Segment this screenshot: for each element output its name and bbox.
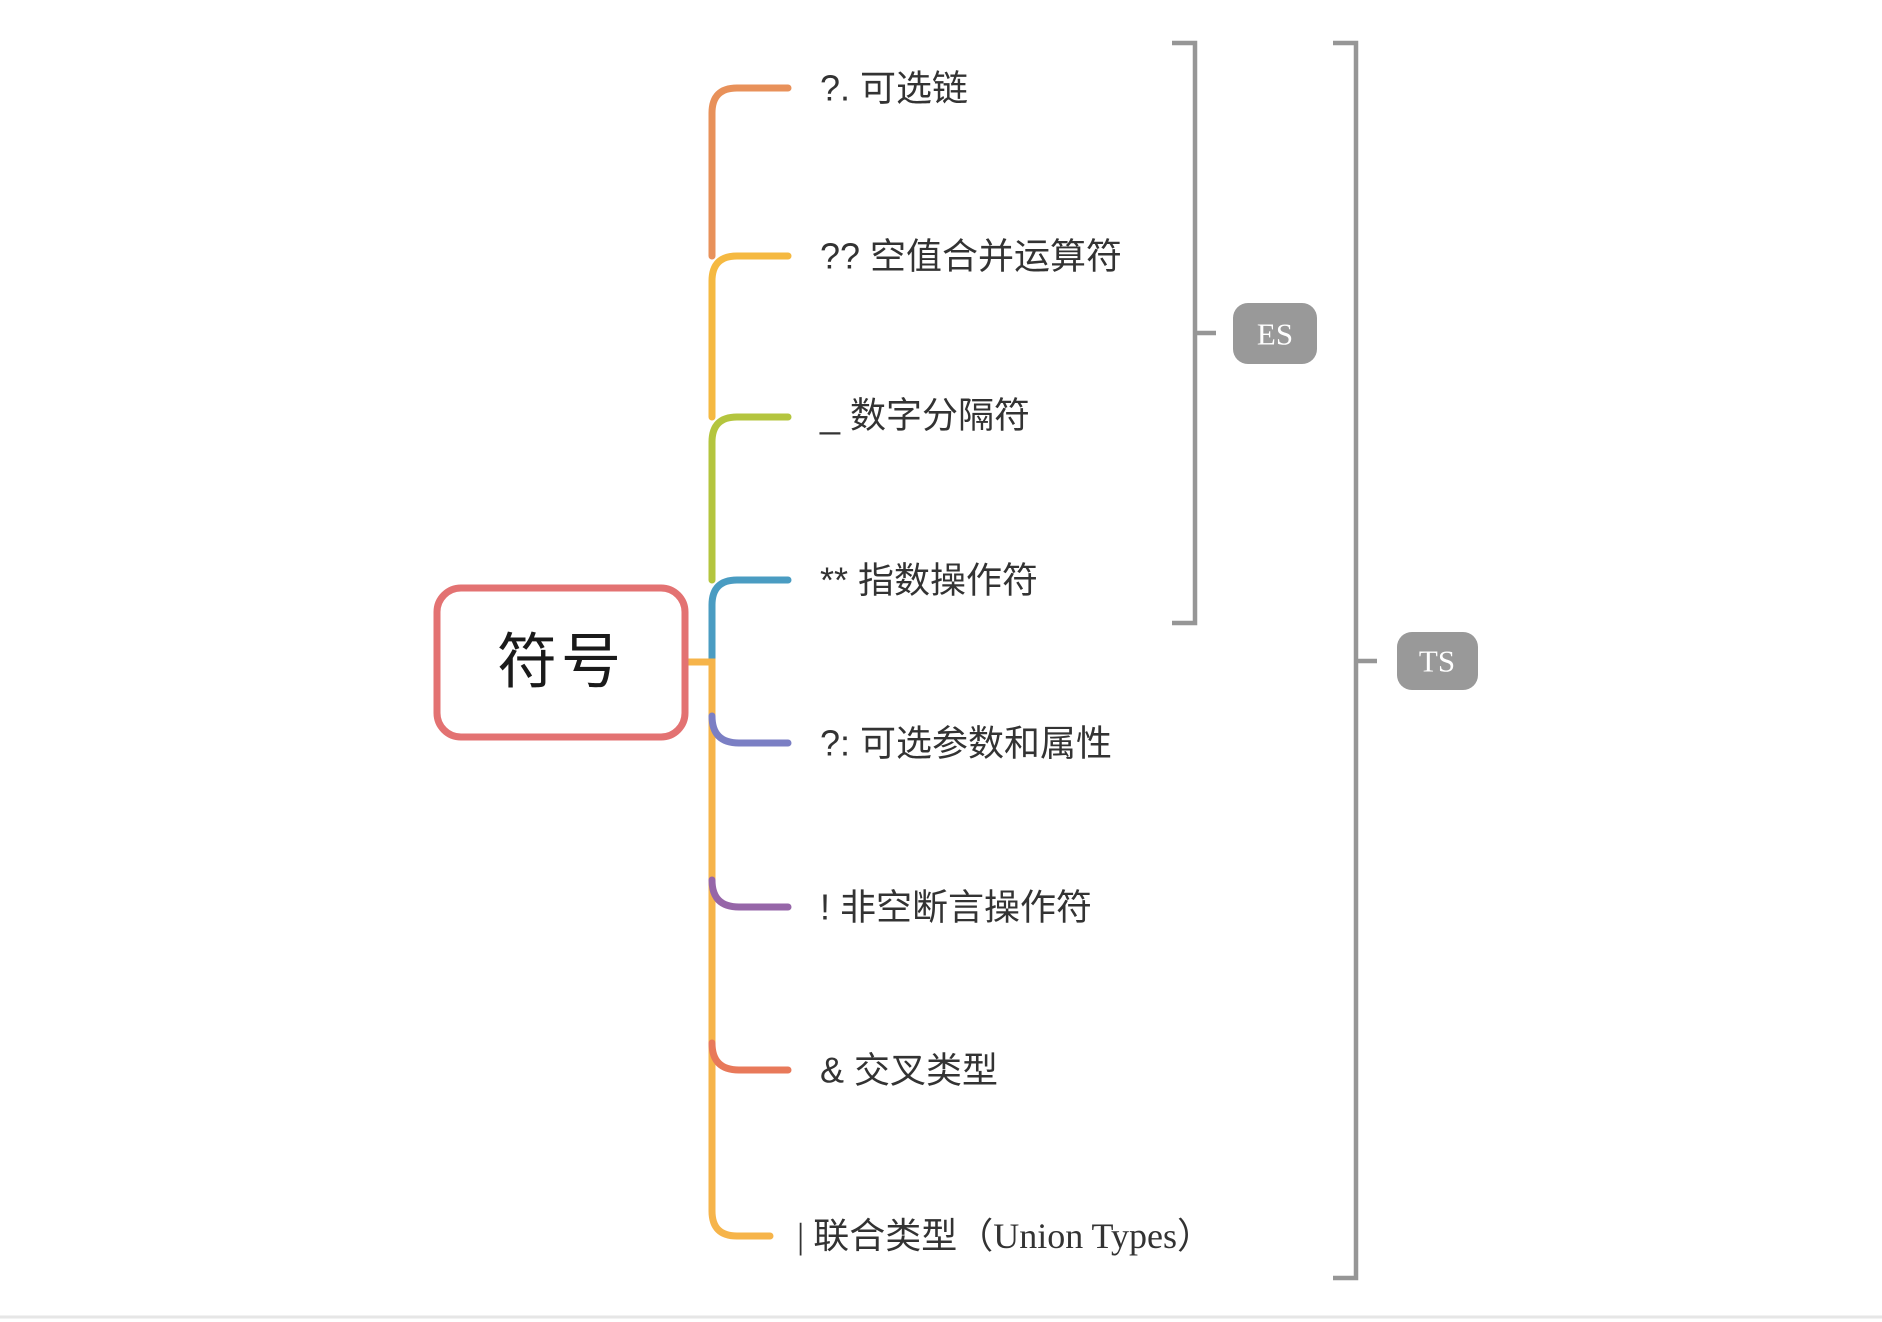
branch-label-non-null-assertion[interactable]: ! 非空断言操作符 xyxy=(820,887,1092,928)
branch-line-exponentiation xyxy=(708,576,792,666)
branch-label-union-type[interactable]: | 联合类型（Union Types） xyxy=(797,1216,1213,1256)
branch-label-exponentiation[interactable]: ** 指数操作符 xyxy=(820,560,1038,601)
branch-label-nullish-coalescing[interactable]: ?? 空值合并运算符 xyxy=(820,236,1122,277)
branch-line-intersection-type xyxy=(708,1039,792,1074)
ts-bracket xyxy=(1333,40,1359,1281)
ts-badge-box[interactable] xyxy=(1397,632,1478,690)
ts-badge-label: TS xyxy=(1419,644,1455,679)
branch-line-optional-chaining xyxy=(708,84,792,260)
root-node-box[interactable] xyxy=(433,584,689,741)
branch-label-intersection-type[interactable]: & 交叉类型 xyxy=(820,1050,998,1091)
root-node[interactable]: 符号 xyxy=(433,584,689,741)
branch-line-optional-params xyxy=(708,712,792,747)
trunk-line xyxy=(681,658,774,1240)
branch-label-optional-params[interactable]: ?: 可选参数和属性 xyxy=(820,723,1112,764)
es-badge[interactable]: ES xyxy=(1233,303,1317,364)
branch-line-nullish-coalescing xyxy=(708,252,792,421)
branch-label-optional-chaining[interactable]: ?. 可选链 xyxy=(820,68,968,109)
ts-badge[interactable]: TS xyxy=(1397,632,1478,690)
root-node-label: 符号 xyxy=(497,629,625,696)
es-bracket xyxy=(1172,40,1198,626)
es-badge-box[interactable] xyxy=(1233,303,1317,364)
branch-line-numeric-separator xyxy=(708,413,792,584)
branch-line-non-null-assertion xyxy=(708,876,792,911)
branch-label-numeric-separator[interactable]: _ 数字分隔符 xyxy=(819,395,1030,436)
es-badge-label: ES xyxy=(1257,317,1293,352)
